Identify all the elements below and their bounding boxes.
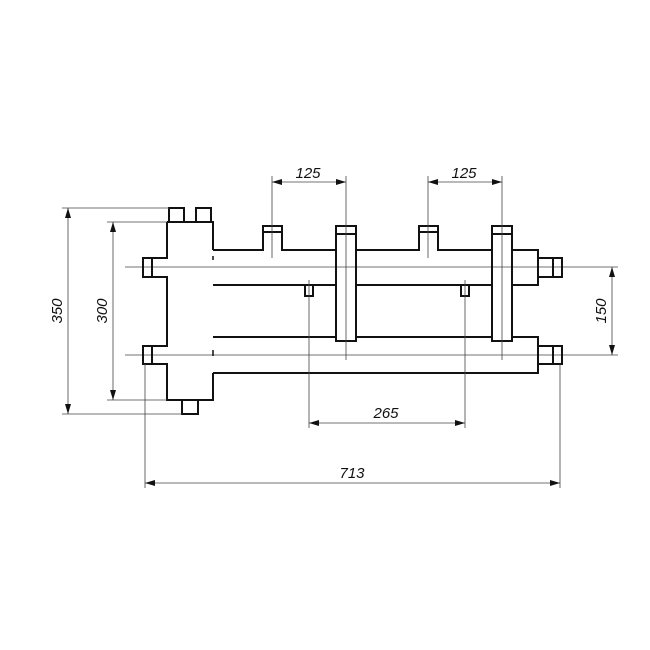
left-inlet-nozzle-bottom	[142, 345, 153, 365]
dimension-lines	[65, 179, 615, 486]
dim-stub-spacing: 265	[372, 405, 399, 422]
top-vent-nozzle-2	[195, 207, 212, 223]
bottom-drain-nozzle	[181, 399, 199, 415]
hydraulic-separator	[142, 207, 214, 415]
dim-overall-length: 713	[339, 465, 365, 482]
right-outlet-top	[538, 257, 554, 278]
left-inlet-nozzle-top	[142, 257, 153, 278]
extension-lines	[62, 176, 561, 488]
manifold	[213, 225, 563, 374]
dim-separator-height: 300	[94, 298, 111, 324]
dim-overall-height: 350	[49, 298, 66, 324]
centerlines	[125, 256, 618, 356]
dim-outlet-spacing-left: 125	[295, 165, 321, 182]
top-vent-nozzle-1	[168, 207, 185, 223]
dim-pipe-spacing: 150	[593, 298, 610, 324]
dim-outlet-spacing-right: 125	[451, 165, 477, 182]
